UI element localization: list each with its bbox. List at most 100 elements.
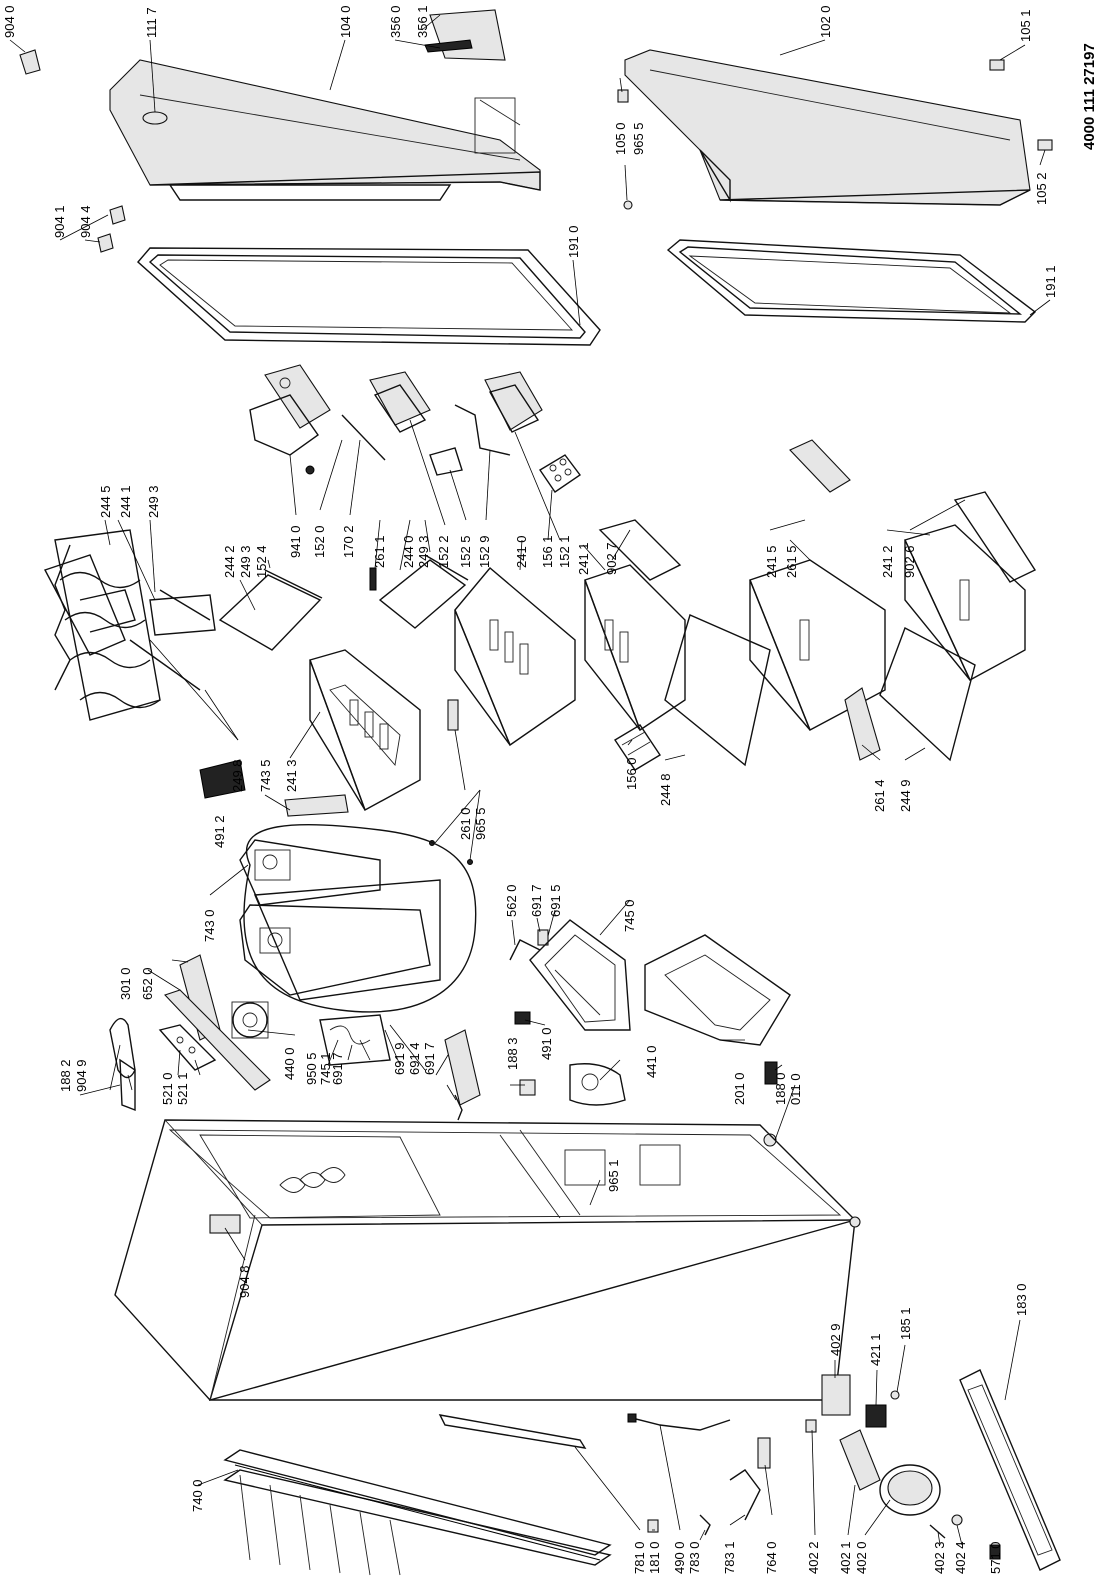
part-label: 152 4	[254, 545, 269, 578]
part-label: 743 0	[202, 909, 217, 942]
part-label: 421 1	[868, 1333, 883, 1366]
part-label: 402 0	[854, 1541, 869, 1574]
drain-pipe	[438, 1414, 587, 1449]
part-label: 152 9	[477, 535, 492, 568]
shelf-trim-249-3-a	[159, 589, 211, 621]
part-label: 965 1	[606, 1159, 621, 1192]
part-label: 181 0	[647, 1541, 662, 1574]
part-label: 241 0	[514, 535, 529, 568]
freezer-door-102	[624, 49, 1031, 206]
screw-965-5-top	[623, 200, 633, 210]
part-label: 152 5	[458, 535, 473, 568]
box-402-9	[821, 1374, 851, 1416]
freezer-drawer-241-5	[749, 559, 886, 731]
drawer-front-902-7	[598, 519, 682, 581]
part-label: 941 0	[288, 525, 303, 558]
wire-691-7	[454, 1094, 463, 1121]
compressor-402-0	[879, 1464, 941, 1516]
bracket-904-8	[209, 1214, 241, 1234]
part-label: 261 5	[784, 545, 799, 578]
part-label: 781 0	[632, 1541, 647, 1574]
part-label: 743 5	[258, 759, 273, 792]
glass-shelf-244-1	[149, 594, 216, 636]
glass-shelf-244-2	[218, 574, 322, 651]
part-label: 440 0	[282, 1047, 297, 1080]
part-labels: 904 0 111 7 104 0 356 0 356 1 102 0 105 …	[2, 5, 1058, 1574]
part-label: 156 0	[624, 757, 639, 790]
part-label: 691 4	[407, 1042, 422, 1075]
egg-tray-152-5	[429, 447, 463, 476]
part-label: 249 3	[146, 485, 161, 518]
shelf-trim-249-8	[129, 639, 201, 691]
part-label: 402 2	[806, 1541, 821, 1574]
control-panel-group-743-0	[239, 823, 477, 1013]
hinge-188-0	[764, 1061, 778, 1085]
part-label: 105 1	[1018, 9, 1033, 42]
clip-261-1	[369, 567, 377, 591]
cover-201-0	[644, 934, 791, 1046]
part-label: 402 4	[953, 1541, 968, 1574]
part-label: 185 1	[898, 1307, 913, 1340]
egg-holder-156-0	[614, 724, 661, 771]
shelf-trim-249-3-c	[424, 554, 469, 581]
base-plate-183-0	[959, 1369, 1061, 1571]
fan-assembly-440-0	[231, 1001, 269, 1039]
cabinet-body	[114, 1119, 856, 1402]
door-bin-152-0	[249, 364, 331, 456]
door-bin-152-2	[369, 371, 431, 433]
part-label: 011 0	[788, 1073, 803, 1105]
part-label: 402 3	[932, 1541, 947, 1574]
glass-shelf-244-8	[664, 614, 771, 767]
part-label: 965 5	[473, 807, 488, 840]
part-label: 261 1	[372, 535, 387, 568]
hinge-105-0	[617, 89, 629, 103]
part-label: 691 5	[548, 884, 563, 917]
grommet-402-4	[951, 1514, 963, 1526]
part-label: 745 1	[318, 1052, 333, 1085]
condenser-740-0	[223, 1449, 612, 1576]
part-label: 241 2	[880, 545, 895, 578]
part-label: 152 0	[312, 525, 327, 558]
part-label: 764 0	[764, 1541, 779, 1574]
part-label: 191 1	[1043, 265, 1058, 298]
part-label: 491 0	[539, 1027, 554, 1060]
hinge-cover-904-1	[109, 205, 126, 225]
pipe-783-1	[729, 1469, 761, 1521]
part-label: 356 1	[415, 5, 430, 38]
egg-holder-156-1	[539, 454, 581, 493]
part-label: 904 0	[2, 5, 17, 38]
part-label: 356 0	[388, 5, 403, 38]
part-label: 691 7	[529, 884, 544, 917]
door-handle-356	[424, 9, 506, 61]
part-label: 491 2	[212, 815, 227, 848]
part-label: 301 0	[118, 967, 133, 1000]
knob-941-0	[305, 465, 315, 475]
screw-965-5-mid-b	[467, 859, 473, 865]
wire-562-0	[509, 939, 541, 961]
connector-491-0	[514, 1011, 531, 1025]
part-label: 249 8	[230, 759, 245, 792]
part-label: 740 0	[190, 1479, 205, 1512]
hinge-105-1	[989, 59, 1005, 71]
part-label: 402 9	[828, 1323, 843, 1356]
part-label: 244 8	[658, 773, 673, 806]
relay-402-1	[839, 1429, 881, 1491]
document-number: 4000 111 27197	[1081, 43, 1098, 150]
thermal-571-0	[989, 1544, 1001, 1560]
part-label: 170 2	[341, 525, 356, 558]
part-label: 244 1	[118, 485, 133, 518]
part-label: 965 5	[631, 122, 646, 155]
part-label: 950 5	[304, 1052, 319, 1085]
fan-housing-441-0	[569, 1063, 626, 1106]
part-label: 783 1	[722, 1541, 737, 1574]
part-label: 104 0	[338, 5, 353, 38]
part-label: 904 4	[78, 205, 93, 238]
part-label: 261 0	[458, 807, 473, 840]
part-label: 441 0	[644, 1045, 659, 1078]
part-label: 745 0	[622, 899, 637, 932]
bracket-188-3	[519, 1079, 536, 1096]
part-label: 249 3	[238, 545, 253, 578]
light-cover-743-5	[284, 794, 349, 817]
part-label: 904 8	[237, 1265, 252, 1298]
part-label: 152 2	[436, 535, 451, 568]
